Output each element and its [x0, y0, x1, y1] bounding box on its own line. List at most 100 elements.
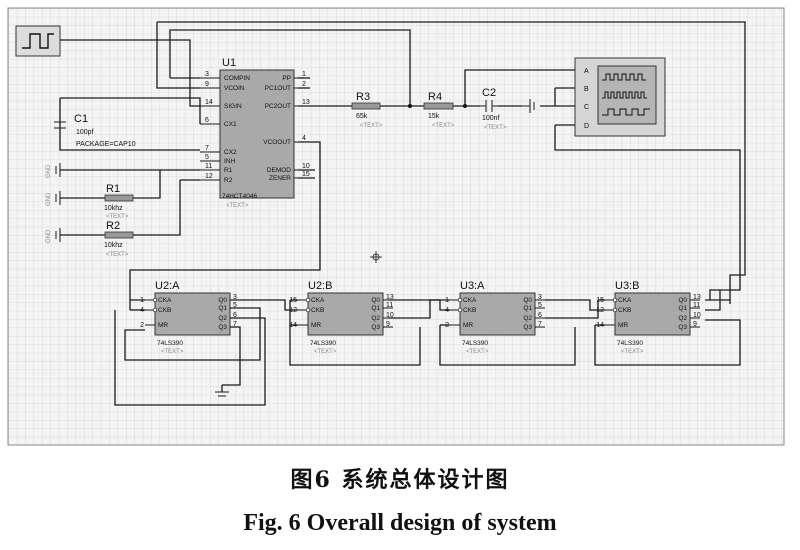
u1-pin-number: 3 — [205, 71, 209, 78]
u1-pin-label: INH — [224, 158, 236, 165]
u1-pin-number: 11 — [205, 163, 212, 170]
counter-pin-label: CKB — [618, 307, 631, 314]
counter-pin-number: 13 — [386, 294, 394, 301]
u1-pin-number: 4 — [302, 135, 306, 142]
counter-pin-number: 12 — [289, 307, 297, 314]
u1-text: <TEXT> — [226, 203, 249, 209]
u1-pin-number: 14 — [205, 99, 213, 106]
counter-pin-label: Q2 — [371, 315, 380, 322]
counter-pin-number: 9 — [693, 321, 697, 328]
u1-pin-number: 13 — [302, 99, 310, 106]
r4-value: 15k — [428, 113, 440, 120]
counter-pin-number: 13 — [693, 294, 701, 301]
counter-pin-number: 7 — [233, 321, 237, 328]
counter-text: <TEXT> — [314, 349, 337, 355]
counter-pin-label: CKB — [311, 307, 324, 314]
counter-pin-number: 9 — [386, 321, 390, 328]
counter-name: U2:A — [155, 280, 180, 292]
figure-caption-english: Fig. 6 Overall design of system — [243, 510, 557, 536]
counter-pin-label: CKB — [463, 307, 476, 314]
r3-text: <TEXT> — [360, 123, 383, 129]
u1-pin-label: PP — [282, 75, 291, 82]
counter-pin-label: Q0 — [523, 297, 532, 304]
counter-pin-label: CKA — [463, 297, 477, 304]
ground-symbols: GND GND GND — [46, 163, 61, 243]
counter-pin-number: 11 — [693, 302, 700, 309]
clock-source[interactable] — [15, 25, 61, 57]
counter-pin-number: 3 — [538, 294, 542, 301]
u1-part: 74HCT4046 — [222, 193, 257, 200]
resistor-r2[interactable]: R2 10khz <TEXT> — [104, 220, 134, 258]
counter-part: 74LS390 — [462, 340, 488, 347]
ground-icon: GND — [46, 163, 61, 178]
u1-pin-number: 5 — [205, 154, 209, 161]
counter-pin-number: 1 — [445, 297, 449, 304]
counter-pin-label: Q3 — [678, 324, 687, 331]
resistor-r1[interactable]: R1 10khz <TEXT> — [104, 183, 134, 220]
counter-pin-number: 12 — [596, 307, 604, 314]
counter-pin-number: 15 — [596, 297, 604, 304]
scope-channel-d: D — [584, 123, 589, 130]
crosshair-icon — [370, 251, 382, 263]
u1-pin-label: ZENER — [269, 175, 291, 182]
ground-icon: GND — [46, 228, 61, 243]
counter-part: 74LS390 — [157, 340, 183, 347]
c1-value: 100pf — [76, 129, 94, 136]
u1-pin-label: CX1 — [224, 121, 237, 128]
u1-pin-label: COMPIN — [224, 75, 250, 82]
u1-pin-label: R1 — [224, 167, 233, 174]
scope-channel-b: B — [584, 86, 589, 93]
counter-pin-number: 1 — [140, 297, 144, 304]
counter-text: <TEXT> — [161, 349, 184, 355]
r3-name: R3 — [356, 91, 370, 103]
gnd-label-3: GND — [46, 229, 52, 243]
chip-u1[interactable]: U1 3COMPIN9VCOIN14SIGIN6CX17CX25INH11R11… — [200, 57, 310, 209]
resistor-r3[interactable]: R3 65k <TEXT> — [351, 91, 383, 129]
figure-caption-chinese: 图6 系统总体设计图 — [290, 467, 510, 493]
schematic-canvas: U1 3COMPIN9VCOIN14SIGIN6CX17CX25INH11R11… — [7, 7, 785, 446]
resistor-r4[interactable]: R4 15k <TEXT> — [423, 91, 455, 129]
counter-part: 74LS390 — [617, 340, 643, 347]
counter-pin-label: Q2 — [218, 315, 227, 322]
ground-icon — [522, 99, 535, 113]
counter-pin-label: MR — [618, 322, 628, 329]
counter-pin-number: 14 — [596, 322, 604, 329]
counter-pin-label: Q1 — [523, 305, 532, 312]
counter-pin-number: 6 — [538, 312, 542, 319]
u1-pin-label: VCOOUT — [263, 139, 291, 146]
counter-pin-label: Q0 — [678, 297, 687, 304]
u1-pin-label: SIGIN — [224, 103, 242, 110]
counter-name: U3:B — [615, 280, 639, 292]
counter-pin-label: Q2 — [678, 315, 687, 322]
u1-pin-number: 10 — [302, 163, 310, 170]
c1-package: PACKAGE=CAP10 — [76, 141, 136, 148]
counter-pin-number: 4 — [140, 307, 144, 314]
counter-pin-label: Q3 — [218, 324, 227, 331]
r4-text: <TEXT> — [432, 123, 455, 129]
u1-pin-number: 1 — [302, 71, 306, 78]
u1-pin-label: DEMOD — [267, 167, 292, 174]
u1-pin-number: 2 — [302, 81, 306, 88]
capacitor-c1[interactable]: C1 100pf PACKAGE=CAP10 — [54, 98, 136, 150]
counter-pin-number: 14 — [289, 322, 297, 329]
counter-pin-label: Q2 — [523, 315, 532, 322]
capacitor-c2[interactable]: C2 100nf <TEXT> — [480, 87, 507, 131]
counter-name: U2:B — [308, 280, 332, 292]
counter-pin-label: CKB — [158, 307, 171, 314]
u1-pin-number: 9 — [205, 81, 209, 88]
counter-pin-number: 2 — [445, 322, 449, 329]
counter-pin-number: 7 — [538, 321, 542, 328]
counter-pin-label: Q3 — [523, 324, 532, 331]
gnd-label-2: GND — [46, 192, 52, 206]
r1-text: <TEXT> — [106, 214, 129, 220]
u1-pin-label: VCOIN — [224, 85, 245, 92]
counter-pin-number: 10 — [386, 312, 394, 319]
